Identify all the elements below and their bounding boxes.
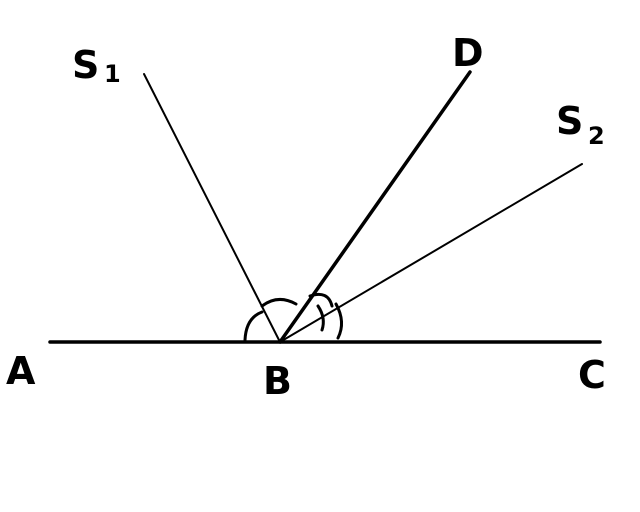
label-point-c: C	[578, 353, 606, 397]
label-ray-s2-letter: S	[556, 99, 583, 143]
ray-b-s1	[143, 73, 281, 343]
label-point-a: A	[6, 349, 36, 393]
angle-arc-s1bd	[260, 298, 298, 308]
label-ray-s1-index: 1	[104, 60, 121, 88]
angle-arc-dbs2	[308, 292, 334, 308]
angle-arc-abs1	[243, 310, 264, 342]
ray-b-d	[278, 70, 472, 344]
label-point-d: D	[452, 31, 484, 75]
label-ray-s2-index: 2	[588, 122, 605, 150]
label-point-b: B	[263, 359, 292, 403]
angle-arc-s2bc-inner	[316, 304, 325, 332]
angle-arc-s2bc-outer	[334, 302, 343, 340]
ray-b-s2	[279, 163, 583, 343]
label-ray-s1-letter: S	[72, 43, 99, 87]
